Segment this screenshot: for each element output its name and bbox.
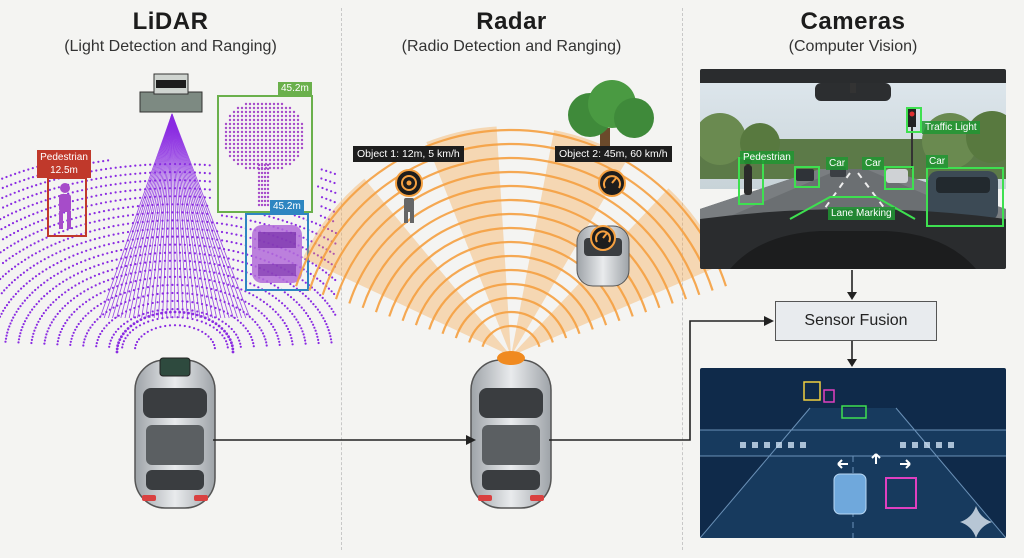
detection-box-car2 — [884, 166, 914, 190]
sparkle-icon — [960, 506, 992, 538]
detection-label-lane: Lane Marking — [828, 207, 895, 220]
pedestrian-distance: 12.5m — [50, 165, 78, 176]
flow-arrows — [213, 270, 857, 445]
lidar-tree-points — [224, 102, 304, 207]
detection-label-car3: Car — [926, 155, 949, 168]
lidar-pedestrian-box — [47, 177, 87, 237]
detection-box-car3 — [926, 167, 1004, 227]
lidar-title: LiDAR — [132, 8, 209, 35]
sensor-fusion-box: Sensor Fusion — [775, 301, 937, 341]
lidar-detected-car — [252, 225, 302, 283]
radar-ego-car — [470, 351, 552, 509]
lidar-subtitle: (Light Detection and Ranging) — [64, 38, 277, 55]
lidar-sensor-icon — [139, 73, 203, 113]
cameras-subtitle: (Computer Vision) — [788, 38, 918, 55]
radar-tree — [568, 80, 654, 150]
tree-distance-label: 45.2m — [278, 82, 312, 95]
panel-divider-right — [682, 8, 683, 550]
lidar-ego-car — [134, 357, 216, 509]
radar-subtitle: (Radio Detection and Ranging) — [401, 38, 622, 55]
detection-label-car1: Car — [826, 157, 849, 170]
lidar-pedestrian — [59, 183, 71, 229]
lidar-tree-box — [217, 95, 313, 213]
radar-pedestrian — [395, 169, 423, 223]
radar-object1-label: Object 1: 12m, 5 km/h — [353, 146, 464, 162]
pedestrian-label-text: Pedestrian — [40, 152, 88, 163]
fused-scene — [700, 368, 1006, 538]
car-distance-label: 45.2m — [270, 200, 304, 213]
detection-label-car2: Car — [862, 157, 885, 170]
detection-label-pedestrian: Pedestrian — [740, 151, 794, 164]
radar-detected-car — [576, 225, 630, 287]
camera-view: Pedestrian Car Car Car Traffic Light Lan… — [700, 69, 1006, 269]
lidar-point-cloud — [0, 159, 337, 354]
detection-label-traffic-light: Traffic Light — [922, 121, 980, 134]
pedestrian-label: Pedestrian 12.5m — [37, 150, 91, 178]
fused-3d-view — [700, 368, 1006, 538]
detection-box-traffic-light — [906, 107, 922, 133]
radar-title: Radar — [476, 8, 547, 35]
cameras-title: Cameras — [800, 8, 906, 35]
detection-box-car1 — [794, 166, 820, 188]
lidar-car-box — [245, 213, 309, 291]
detection-box-pedestrian — [738, 157, 764, 205]
panel-divider-left — [341, 8, 342, 550]
lidar-top-beam — [99, 113, 251, 319]
radar-object2-label: Object 2: 45m, 60 km/h — [555, 146, 672, 162]
speedometer-icon — [598, 169, 626, 197]
